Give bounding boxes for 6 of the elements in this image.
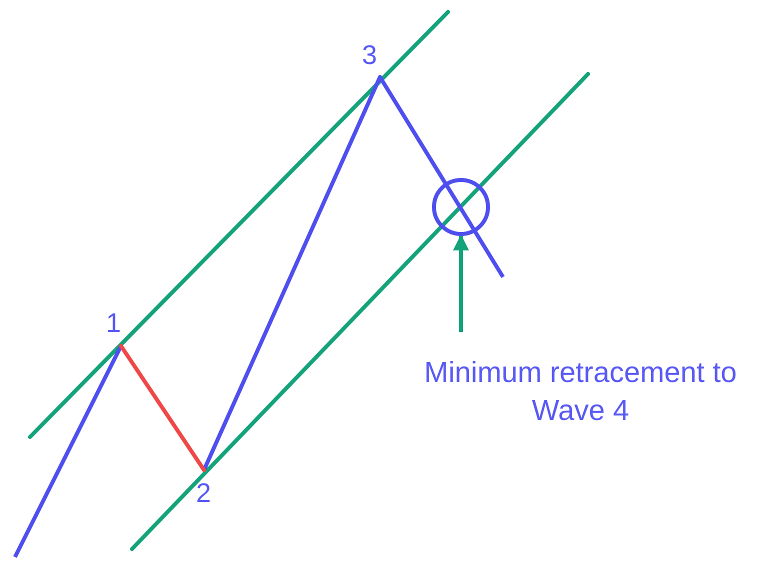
arrow [453, 234, 469, 332]
wave-number: 3 [362, 40, 378, 70]
target-circle [432, 178, 490, 236]
wave-number: 2 [196, 478, 212, 508]
wave-number: 1 [106, 308, 122, 338]
annotation-text: Minimum retracement to Wave 4 [385, 332, 776, 442]
